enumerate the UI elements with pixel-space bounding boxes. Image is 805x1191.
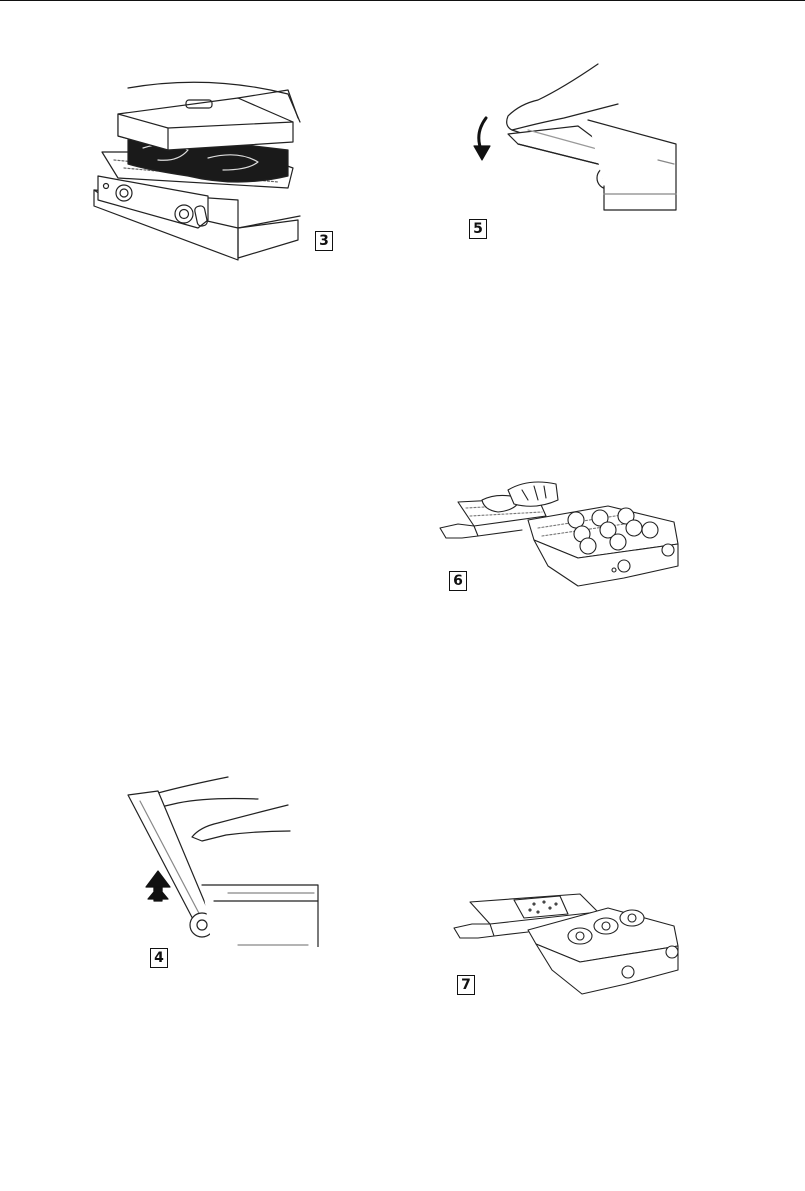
step-number-7: 7 — [457, 975, 475, 995]
top-rule — [0, 0, 805, 1]
step-number-3: 3 — [315, 231, 333, 251]
step-number-5: 5 — [469, 219, 487, 239]
step-number-6: 6 — [449, 571, 467, 591]
figure-6-illustration — [438, 470, 690, 588]
figure-7-illustration — [450, 888, 690, 1003]
figure-5-illustration — [468, 60, 683, 220]
step-number-4: 4 — [150, 948, 168, 968]
figure-3-illustration — [88, 78, 318, 263]
figure-4-illustration — [118, 775, 328, 947]
